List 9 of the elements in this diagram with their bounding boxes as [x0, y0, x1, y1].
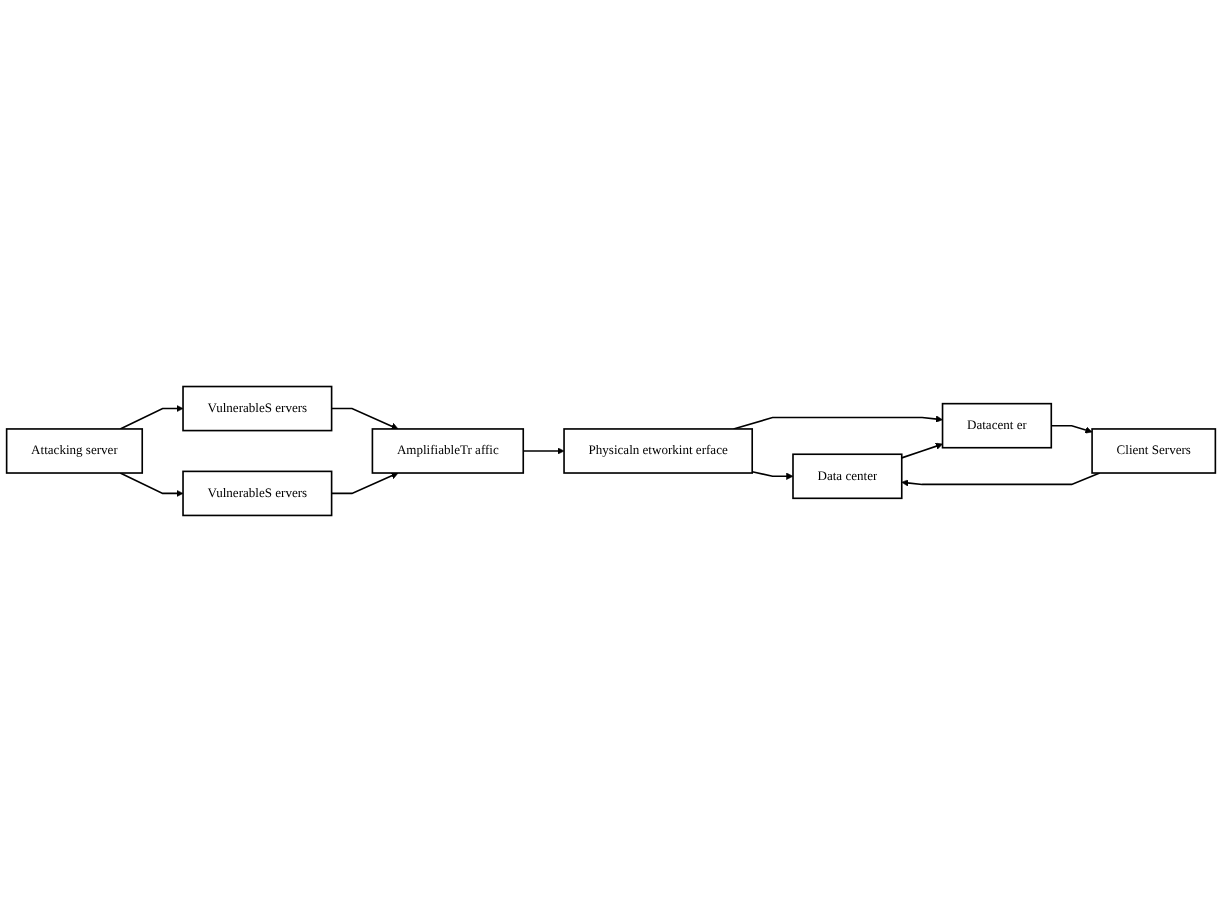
arrow	[119, 471, 184, 496]
arrow	[751, 469, 794, 479]
arrow	[900, 441, 943, 458]
arrow	[330, 471, 399, 494]
arrow	[119, 403, 184, 429]
arrow	[330, 406, 399, 429]
arrow	[1050, 423, 1093, 433]
arrow	[901, 471, 1101, 486]
arrow	[522, 446, 565, 454]
